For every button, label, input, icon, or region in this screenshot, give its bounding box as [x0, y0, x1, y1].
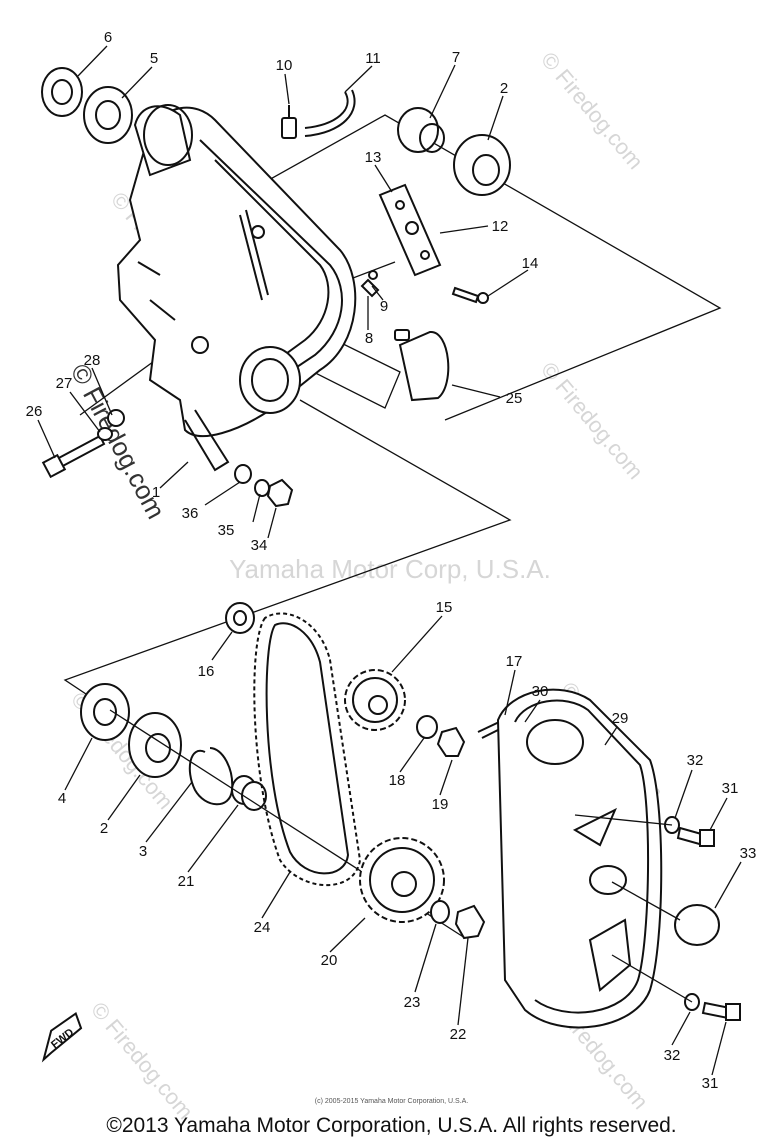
- part-label-3: 3: [139, 843, 147, 860]
- part-label-32-top: 32: [687, 752, 704, 769]
- part-label-33: 33: [740, 845, 757, 862]
- copyright-notice: ©2013 Yamaha Motor Corporation, U.S.A. A…: [106, 1114, 677, 1137]
- part-label-25: 25: [506, 390, 523, 407]
- part-label-31-bottom: 31: [702, 1075, 719, 1092]
- part-label-36: 36: [182, 505, 199, 522]
- part-label-18: 18: [389, 772, 406, 789]
- part-label-31-top: 31: [722, 780, 739, 797]
- part-label-23: 23: [404, 994, 421, 1011]
- part-label-27: 27: [56, 375, 73, 392]
- cover-bolt-guide-bottom: [611, 954, 693, 1003]
- bearing-4: [80, 683, 130, 741]
- fwd-arrow-icon: FWD: [41, 1011, 83, 1063]
- sprocket-15: [344, 669, 406, 731]
- part-label-5: 5: [150, 50, 158, 67]
- spacer-16: [225, 602, 255, 634]
- washers-nut-36-35-34: [234, 464, 294, 508]
- chaincase-housing: [116, 104, 357, 472]
- bolt-14: [451, 286, 489, 304]
- part-label-7: 7: [452, 49, 460, 66]
- part-label-9: 9: [380, 298, 388, 315]
- bolt-31-washer-32-bottom: [684, 993, 741, 1021]
- bolt-9-washer-8: [360, 270, 380, 298]
- part-label-24: 24: [254, 919, 271, 936]
- svg-text:© Firedog.com: © Firedog.com: [536, 47, 648, 174]
- cap-guide: [611, 881, 681, 921]
- part-label-26: 26: [26, 403, 43, 420]
- bearing-2-bottom: [128, 712, 182, 778]
- part-label-21: 21: [178, 873, 195, 890]
- washer-nut-18-19: [416, 715, 466, 757]
- bearing-6: [41, 67, 83, 117]
- cover-bolt-guide-top: [574, 814, 673, 826]
- part-label-11: 11: [365, 50, 381, 67]
- part-label-14: 14: [522, 255, 539, 272]
- part-label-32-bottom: 32: [664, 1047, 681, 1064]
- drive-chain-24: [253, 612, 362, 887]
- part-label-29: 29: [612, 710, 629, 727]
- chaincase-cover-29: [496, 688, 663, 1029]
- part-label-34: 34: [251, 537, 268, 554]
- tensioner-25: [394, 329, 450, 402]
- grease-fitting-10: [281, 105, 297, 139]
- part-labels: 6 5 10 11 7 2 13 12 14 9 8 25 28 27 26 1…: [26, 29, 757, 1092]
- part-label-17: 17: [506, 653, 523, 670]
- bearing-5: [83, 86, 133, 144]
- sprocket-20: [359, 837, 445, 923]
- part-label-20: 20: [321, 952, 338, 969]
- bolt-26: [41, 434, 106, 479]
- part-label-35: 35: [218, 522, 235, 539]
- part-label-2-top: 2: [500, 80, 508, 97]
- part-label-8: 8: [365, 330, 373, 347]
- washer-nut-23-22: [430, 900, 486, 940]
- leader-lines: [37, 45, 742, 1076]
- small-credit: (c) 2005-2015 Yamaha Motor Corporation, …: [314, 1098, 469, 1105]
- collar-7: [397, 107, 445, 153]
- part-label-1: 1: [152, 484, 160, 501]
- center-watermark: Yamaha Motor Corp, U.S.A.: [229, 554, 551, 584]
- cap-33: [674, 904, 720, 946]
- bearing-2-top: [453, 134, 511, 196]
- part-label-22: 22: [450, 1026, 467, 1043]
- part-label-30: 30: [532, 683, 549, 700]
- part-label-10: 10: [276, 57, 293, 74]
- part-label-2-bottom: 2: [100, 820, 108, 837]
- part-label-16: 16: [198, 663, 215, 680]
- hose-11: [304, 89, 356, 137]
- part-label-19: 19: [432, 796, 449, 813]
- part-label-4: 4: [58, 790, 66, 807]
- part-label-13: 13: [365, 149, 382, 166]
- part-label-28: 28: [84, 352, 101, 369]
- circlip-3: [188, 747, 234, 806]
- spacer-21: [231, 775, 267, 811]
- part-label-12: 12: [492, 218, 509, 235]
- tensioner-plate-12: [378, 183, 442, 277]
- part-label-6: 6: [104, 29, 112, 46]
- bolt-31-washer-32-top: [664, 816, 715, 847]
- part-label-15: 15: [436, 599, 453, 616]
